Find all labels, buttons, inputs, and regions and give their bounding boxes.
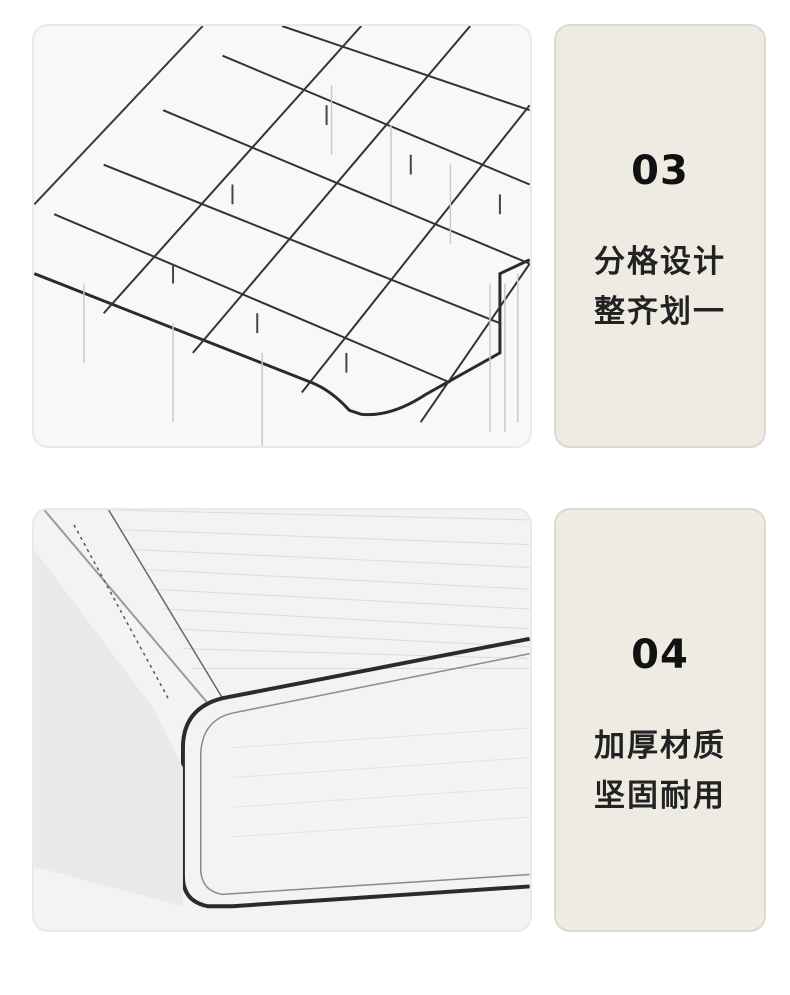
feature-title-line1: 加厚材质 (594, 728, 726, 764)
feature-number: 03 (631, 148, 689, 194)
feature-card-04: 04 加厚材质 坚固耐用 (554, 508, 766, 932)
feature-number: 04 (631, 632, 689, 678)
thick-transparent-drawer-icon (34, 510, 530, 930)
divided-organizer-grid-icon (34, 26, 530, 446)
feature-photo-grid-organizer (32, 24, 532, 448)
feature-card-03: 03 分格设计 整齐划一 (554, 24, 766, 448)
feature-title-line1: 分格设计 (594, 244, 726, 280)
feature-title-line2: 整齐划一 (594, 294, 726, 330)
feature-title-line2: 坚固耐用 (594, 778, 726, 814)
feature-photo-thick-drawer (32, 508, 532, 932)
